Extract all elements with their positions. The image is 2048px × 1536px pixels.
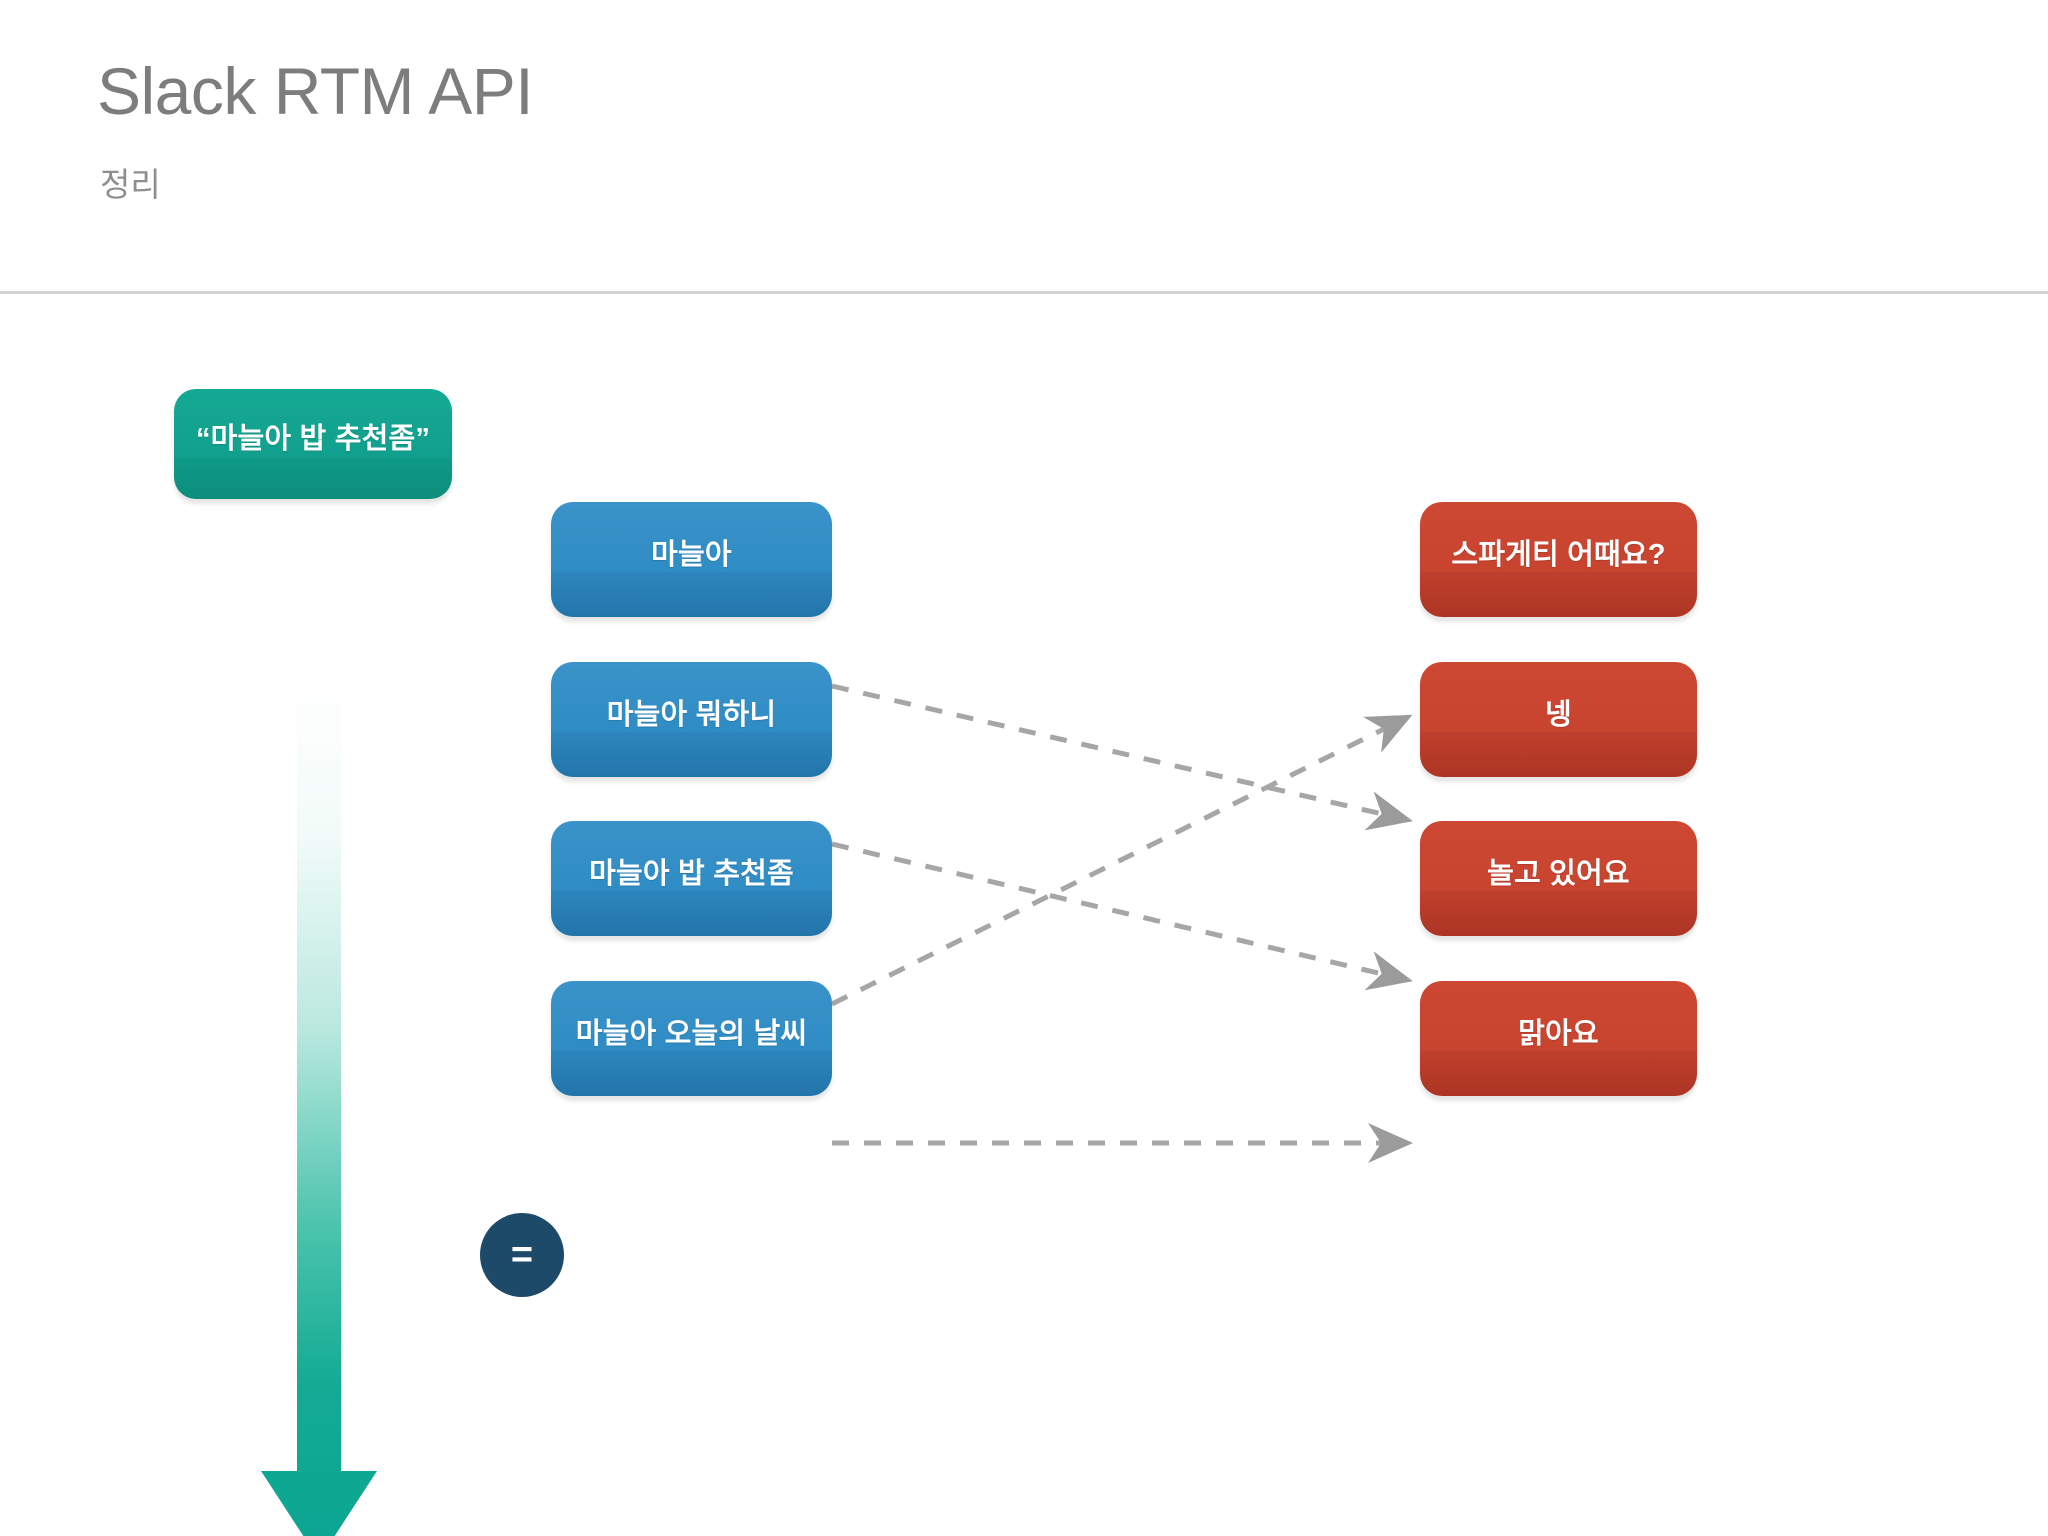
connector-line-1 [831,683,1413,831]
response-node-4[interactable]: 맑아요 [1420,981,1697,1096]
command-node-3[interactable]: 마늘아 밥 추천좀 [551,821,832,936]
connector-line-3 [830,714,1413,1007]
connector-line-2 [831,841,1413,991]
header-divider [0,291,2048,294]
command-node-2-label: 마늘아 뭐하니 [606,698,777,731]
utterance-label: “마늘아 밥 추천좀” [195,423,431,455]
response-node-2[interactable]: 넹 [1420,662,1697,777]
diagram-canvas: “마늘아 밥 추천좀” = 마늘아 마늘아 뭐하니 마늘아 밥 추천좀 마늘아 … [0,292,2048,1536]
command-node-4-label: 마늘아 오늘의 날씨 [575,1017,808,1050]
down-arrow [261,677,377,1536]
response-node-1-label: 스파게티 어때요? [1451,538,1666,571]
command-node-3-label: 마늘아 밥 추천좀 [589,857,794,890]
response-node-3-label: 놀고 있어요 [1487,857,1630,890]
response-node-1[interactable]: 스파게티 어때요? [1420,502,1697,617]
equals-badge: = [480,1213,564,1297]
command-node-1[interactable]: 마늘아 [551,502,832,617]
page-title: Slack RTM API [97,54,534,128]
utterance-bubble[interactable]: “마늘아 밥 추천좀” [174,389,452,499]
equals-badge-label: = [510,1234,534,1276]
command-node-4[interactable]: 마늘아 오늘의 날씨 [551,981,832,1096]
command-node-2[interactable]: 마늘아 뭐하니 [551,662,832,777]
command-node-1-label: 마늘아 [651,538,732,571]
response-node-2-label: 넹 [1545,698,1572,731]
page-subtitle: 정리 [100,166,161,203]
response-node-4-label: 맑아요 [1518,1017,1599,1050]
response-node-3[interactable]: 놀고 있어요 [1420,821,1697,936]
slide-header: Slack RTM API 정리 [0,0,2048,294]
